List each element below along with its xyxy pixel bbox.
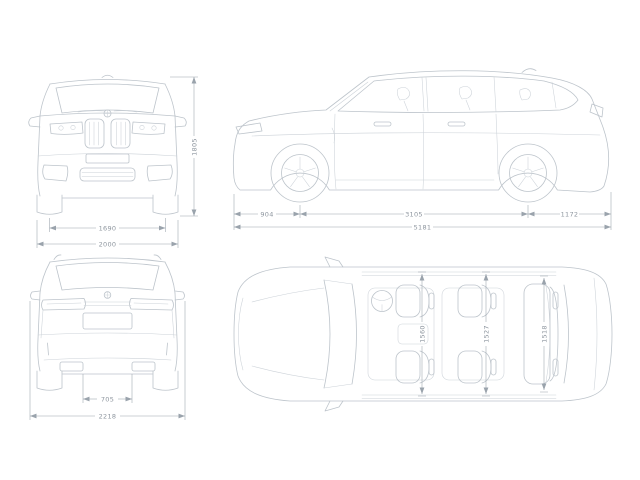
front-car-drawing [28,74,187,215]
side-view: 904 3105 1172 5181 [222,30,622,230]
side-dimensions: 904 3105 1172 5181 [233,192,612,231]
dim-rear-overhang: 1172 [561,211,579,219]
reflectors [47,342,168,356]
side-intakes [42,164,173,182]
bumper-top [37,332,178,336]
dim-exhaust-spacing: 705 [101,396,114,404]
body-outline [233,266,613,402]
body-sides [37,292,178,372]
side-mirrors-top [324,256,344,412]
front-dimensions: 1690 2000 1805 [36,76,198,249]
antenna-fin-icon [521,68,537,73]
wipers [77,110,138,113]
front-view: 1690 2000 1805 [20,66,205,261]
headlights [49,121,166,135]
taillight-side [589,103,604,118]
body-sides [37,115,178,197]
tailgate-spoiler [593,277,598,391]
door-lines [334,113,499,190]
character-line [251,132,601,137]
rear-wheel [498,143,558,203]
pillars [39,261,176,294]
air-breather [331,127,335,144]
license-plate [85,153,130,164]
center-console [397,323,429,345]
dim-overall-height: 1805 [190,138,198,156]
exhaust-left [59,361,84,372]
roof-rails [53,254,162,260]
taillights [41,298,174,311]
seat-middle-right [457,350,497,384]
center-intake [79,167,136,182]
seat-middle-left [457,284,497,318]
dim-width-with-mirrors: 2218 [99,413,117,421]
third-row-bench [523,283,559,385]
headlight-side [235,122,263,135]
roof-outline [49,257,166,263]
dim-track-width: 1690 [99,225,117,233]
greenhouse [337,75,579,113]
rear-view-svg: 705 2218 [29,254,186,421]
sunroof-rear [441,287,505,381]
chrome-bar [83,301,132,306]
body-profile [232,70,609,193]
front-view-svg: 1690 2000 1805 [28,74,198,249]
top-view-svg: 1560 1527 1518 [233,256,613,412]
roof-rails-top [361,271,557,399]
sunroof-front [367,287,435,381]
rear-view: 705 2218 [20,243,205,433]
bumper-line [37,153,178,157]
side-view-svg: 904 3105 1172 5181 [232,68,612,231]
door-handle-front [373,121,392,127]
windshield-inner [329,81,369,112]
bmw-roundel-icon [103,291,112,299]
rear-dimensions: 705 2218 [29,301,186,421]
seat-front-right [395,350,435,384]
front-wheel [270,143,330,203]
dim-front-overhang: 904 [260,211,273,219]
diffuser [43,357,172,361]
a-pillars [39,83,176,117]
roof-front-edge [351,283,357,385]
seats-silhouette [397,86,531,112]
door-handle-rear [447,121,466,127]
dim-overall-width: 2000 [99,241,117,249]
seat-front-left [395,284,435,318]
rear-window-top [563,284,569,384]
front-bumper-arc [238,297,244,371]
side-mirrors [30,290,185,301]
bmw-roundel-icon [103,109,112,118]
license-plate [82,312,133,330]
roof-outline [49,79,166,85]
dim-wheelbase: 3105 [405,211,423,219]
steering-wheel [371,290,393,312]
kidney-grille [84,118,131,149]
exhaust-right [131,361,156,372]
hood-creases [251,287,325,381]
side-mirrors [28,115,187,128]
windshield [55,83,160,114]
antenna-fin-icon [101,74,114,78]
pillar-lines [421,76,557,113]
windshield-cowl [323,279,331,389]
tailgate-cuts [40,309,175,339]
top-car-drawing [233,256,613,412]
rear-window [55,262,160,291]
dim-middle-row-width: 1527 [482,325,490,343]
dim-overall-length: 5181 [414,224,432,231]
dim-rear-row-width: 1518 [540,325,548,343]
wheels [36,194,179,215]
top-view: 1560 1527 1518 [222,252,622,422]
side-car-drawing [232,68,609,203]
wheels [36,370,179,391]
top-dimensions: 1560 1527 1518 [418,271,548,397]
dim-front-row-width: 1560 [418,325,426,343]
rear-car-drawing [30,254,185,391]
